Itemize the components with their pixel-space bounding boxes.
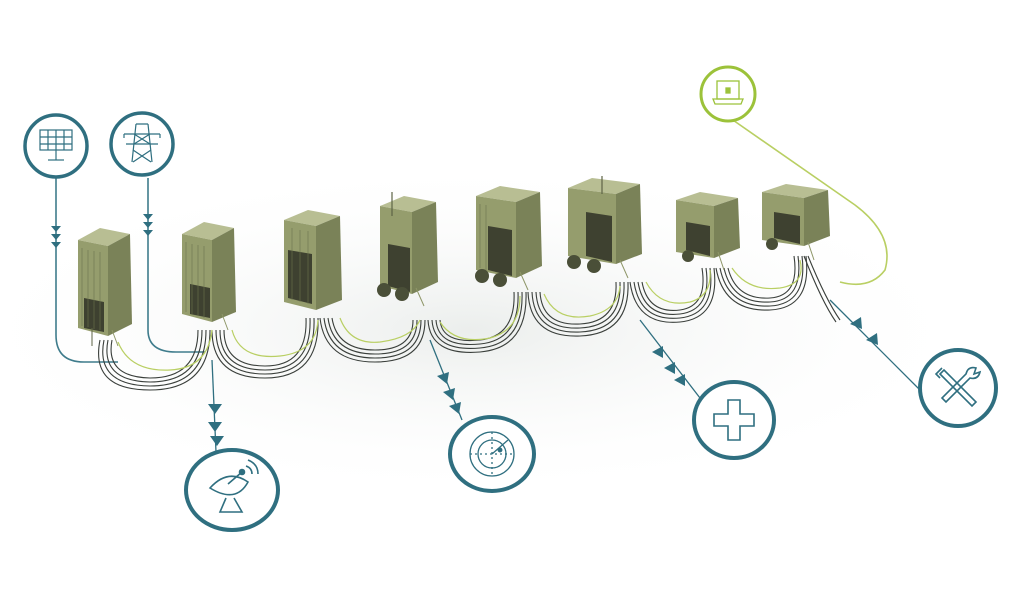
arrow-head-icon: [437, 372, 449, 384]
medical-output-line: [639, 319, 701, 399]
maintenance-output-line: [829, 299, 923, 393]
input-line-arrows: [51, 214, 153, 248]
external-device-badge[interactable]: [699, 65, 757, 123]
radar-badge[interactable]: [448, 415, 536, 493]
medical-badge[interactable]: [692, 380, 776, 460]
grid-power-badge[interactable]: [109, 111, 175, 177]
input-lines: [55, 178, 205, 363]
arrow-head-icon: [143, 230, 153, 236]
arrow-head-icon: [652, 346, 663, 358]
laptop-icon: [712, 80, 744, 105]
tools-icon: [934, 366, 982, 408]
arrow-head-icon: [51, 234, 61, 240]
arrow-head-icon: [866, 333, 878, 345]
laptop-link-line: [729, 117, 888, 286]
arrow-head-icon: [674, 374, 685, 386]
solar-panel-icon: [39, 129, 73, 161]
radar-icon: [469, 431, 515, 477]
arrow-head-icon: [664, 362, 675, 374]
container-3: [284, 210, 342, 310]
medical-cross-icon: [713, 399, 755, 441]
container-7: [676, 192, 740, 271]
satellite-comms-badge[interactable]: [184, 448, 280, 532]
output-line-arrows: [208, 317, 878, 446]
arrow-head-icon: [850, 317, 862, 329]
arrow-head-icon: [208, 404, 222, 414]
container-4: [377, 192, 438, 307]
containers: [78, 176, 830, 347]
arrow-head-icon: [51, 226, 61, 232]
satellite-dish-icon: [208, 459, 259, 513]
container-8: [762, 184, 830, 261]
arrow-head-icon: [143, 214, 153, 220]
green-secondary-lines: [117, 259, 802, 371]
arrow-head-icon: [443, 388, 455, 400]
arrow-head-icon: [449, 402, 461, 414]
arrow-head-icon: [210, 436, 224, 446]
container-2: [182, 222, 236, 331]
grid-input-line: [147, 178, 205, 353]
solar-input-line: [55, 178, 118, 363]
container-5: [475, 186, 542, 291]
arrow-head-icon: [208, 422, 222, 432]
arrow-head-icon: [143, 222, 153, 228]
power-pylon-icon: [123, 123, 161, 163]
container-6: [567, 176, 642, 279]
maintenance-badge[interactable]: [918, 348, 998, 428]
arrow-head-icon: [51, 242, 61, 248]
solar-power-badge[interactable]: [23, 113, 89, 179]
container-1: [78, 228, 132, 347]
